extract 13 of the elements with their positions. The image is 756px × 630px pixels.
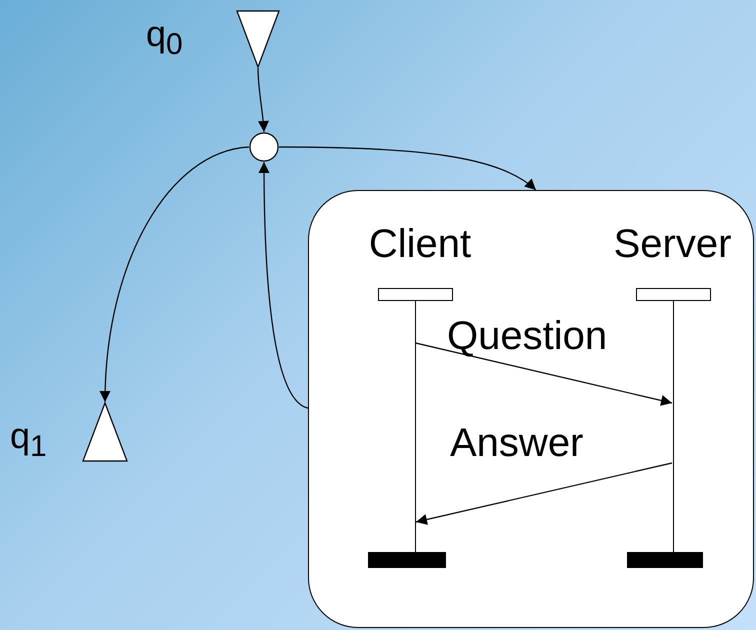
state-label: q$_{1}$ (10, 418, 47, 462)
arrow (279, 146, 536, 190)
chart-frame (308, 190, 754, 628)
arrow (415, 342, 672, 406)
state-label: q$_{0}$ (146, 16, 183, 60)
arrow (257, 68, 269, 132)
arrow (416, 462, 672, 525)
message-label: Question (447, 316, 608, 356)
instance-name: Server (612, 224, 732, 264)
arrow (258, 162, 308, 409)
instance-name: Client (368, 224, 472, 264)
message-label: Answer (450, 423, 584, 463)
arrow (100, 146, 250, 402)
